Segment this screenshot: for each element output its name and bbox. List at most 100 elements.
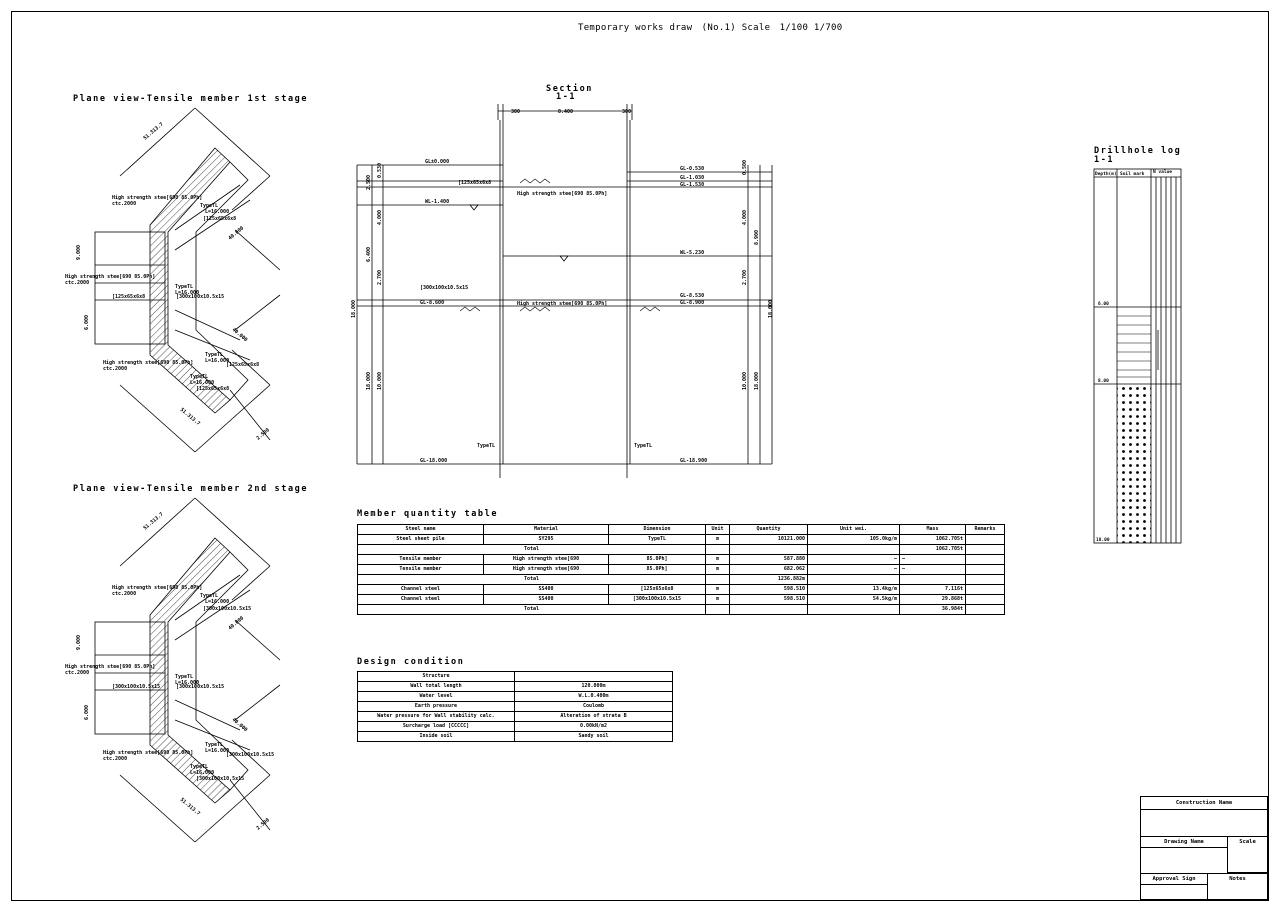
table-cell: m — [705, 554, 730, 565]
table-cell: – — [899, 554, 966, 565]
plan2-dim: 40.000 — [227, 615, 245, 631]
table-cell: – — [899, 564, 966, 575]
drillhole-header: N value — [1153, 169, 1172, 175]
plan1-label: L=16.000 — [205, 358, 229, 364]
dim-label: 0.530 — [377, 163, 383, 178]
drillhole-labels: Depth(m) Soil mark N value 6.00 8.00 18.… — [1095, 169, 1172, 543]
table-cell: 10121.000 — [729, 534, 808, 545]
tie-rod — [174, 184, 241, 231]
plan2-dim: 2.500 — [255, 817, 270, 831]
dim-line — [119, 384, 196, 453]
plan2-label: [300x100x10.5x15 — [226, 752, 274, 758]
plan2-label: [300x100x10.5x15 — [196, 776, 244, 782]
condition-value: Alteration of strata B — [514, 711, 673, 722]
table-cell: SS400 — [483, 584, 609, 595]
level-label: GL-8.900 — [680, 300, 704, 306]
inner-boundary — [195, 161, 249, 401]
plan-view-stage1-title: Plane view-Tensile member 1st stage — [73, 94, 309, 104]
diagonal-dim — [234, 294, 281, 331]
member-label: [125x65x6x8 — [458, 180, 491, 186]
condition-label: Surcharge load [CCCCC] — [357, 721, 515, 732]
level-label: WL-1.400 — [425, 199, 449, 205]
diagonal-dim — [229, 779, 271, 831]
sandy-soil-fill — [1117, 384, 1151, 543]
table-cell — [705, 574, 730, 585]
plan1-label: High strength stee[690 85.0Ph] — [112, 195, 202, 201]
table-cell — [965, 584, 1005, 595]
dim-line — [119, 497, 196, 567]
plan2-label: ctc.2000 — [103, 756, 127, 762]
level-label: GL-1.030 — [680, 175, 704, 181]
drillhole-title: Drillhole log — [1094, 146, 1182, 156]
plan2-label: High strength stee[690 85.0Ph] — [112, 585, 202, 591]
plan1-label: TypeTL — [200, 203, 218, 209]
table-cell — [807, 574, 900, 585]
plan1-label: TypeTL — [205, 352, 223, 358]
inner-boundary — [195, 551, 249, 791]
section-view — [356, 104, 773, 478]
plan2-dim: 6.000 — [84, 705, 90, 720]
plan2-dim: 9.000 — [76, 635, 82, 650]
dim-line — [231, 349, 271, 386]
table-cell — [807, 544, 900, 555]
plan1-label: High strength stee[690 85.0Ph] — [103, 360, 193, 366]
table-row: Steel sheet pile SY295 TypeTL m 10121.00… — [357, 534, 1005, 545]
header-cell: Remarks — [965, 524, 1005, 535]
table-cell: Steel sheet pile — [357, 534, 484, 545]
member-label: High strength stee[690 85.0Ph] — [517, 191, 607, 197]
construction-name-label: Construction Name — [1175, 800, 1233, 806]
section-title: Section — [546, 84, 594, 94]
table-cell: 598.510 — [729, 594, 808, 605]
plan1-dim: 9.000 — [76, 245, 82, 260]
drillhole-header: Soil mark — [1120, 171, 1145, 177]
tie-rod — [174, 329, 251, 361]
table-row: Total 1236.882m — [357, 574, 1005, 585]
dim-label: 10.000 — [742, 372, 748, 390]
plan1-label: High strength stee[690 85.0Ph] — [65, 274, 155, 280]
condition-label: Water level — [357, 691, 515, 702]
level-label: GL-8.600 — [420, 300, 444, 306]
dim-label: 2.700 — [742, 270, 748, 285]
plan1-label: L=16.000 — [190, 380, 214, 386]
tie-rod — [174, 719, 251, 751]
level-label: GL-18.000 — [420, 458, 447, 464]
member-table-title: Member quantity table — [357, 509, 499, 519]
dim-line — [194, 384, 271, 453]
condition-value: Coulomb — [514, 701, 673, 712]
dim-label: 4.000 — [742, 210, 748, 225]
plan2-label: ctc.2000 — [112, 591, 136, 597]
plan-view-stage1 — [94, 107, 281, 453]
plan1-dim: 40.000 — [227, 225, 245, 241]
table-cell: High strength stee[690 — [483, 564, 609, 575]
table-cell — [899, 574, 966, 585]
tie-rod — [174, 574, 241, 621]
header-cell: Quantity — [729, 524, 808, 535]
plan2-label: High strength stee[690 85.0Ph] — [65, 664, 155, 670]
plan2-label: ctc.2000 — [65, 670, 89, 676]
dim-label: 6.400 — [366, 247, 372, 262]
condition-value: 120.000m — [514, 681, 673, 692]
section-top-dim-label: 300 — [622, 109, 631, 115]
soil-layer-lines — [1117, 315, 1151, 378]
table-cell: m — [705, 534, 730, 545]
drillhole-depth: 8.00 — [1098, 378, 1109, 384]
level-label: GL±0.000 — [425, 159, 449, 165]
drillhole-log — [1093, 168, 1182, 544]
plan2-dim: 40.000 — [231, 717, 249, 733]
table-cell — [965, 574, 1005, 585]
plan2-label: L=16.000 — [175, 680, 199, 686]
member-label: [300x100x10.5x15 — [420, 285, 468, 291]
member-label: High strength stee[690 85.0Ph] — [517, 301, 607, 307]
dim-label: 18.000 — [366, 372, 372, 390]
table-cell — [705, 604, 730, 615]
scale-cell — [1227, 836, 1268, 873]
plan1-label: L=16.000 — [205, 209, 229, 215]
header-cell: Unit wei. — [807, 524, 900, 535]
condition-value — [514, 671, 673, 682]
dim-label: 8.900 — [754, 230, 760, 245]
drillhole-subtitle: 1-1 — [1094, 155, 1115, 165]
table-cell — [965, 604, 1005, 615]
section-top-dim-label: 8.400 — [558, 109, 573, 115]
plan1-label: [125x65x6x8 — [196, 386, 229, 392]
